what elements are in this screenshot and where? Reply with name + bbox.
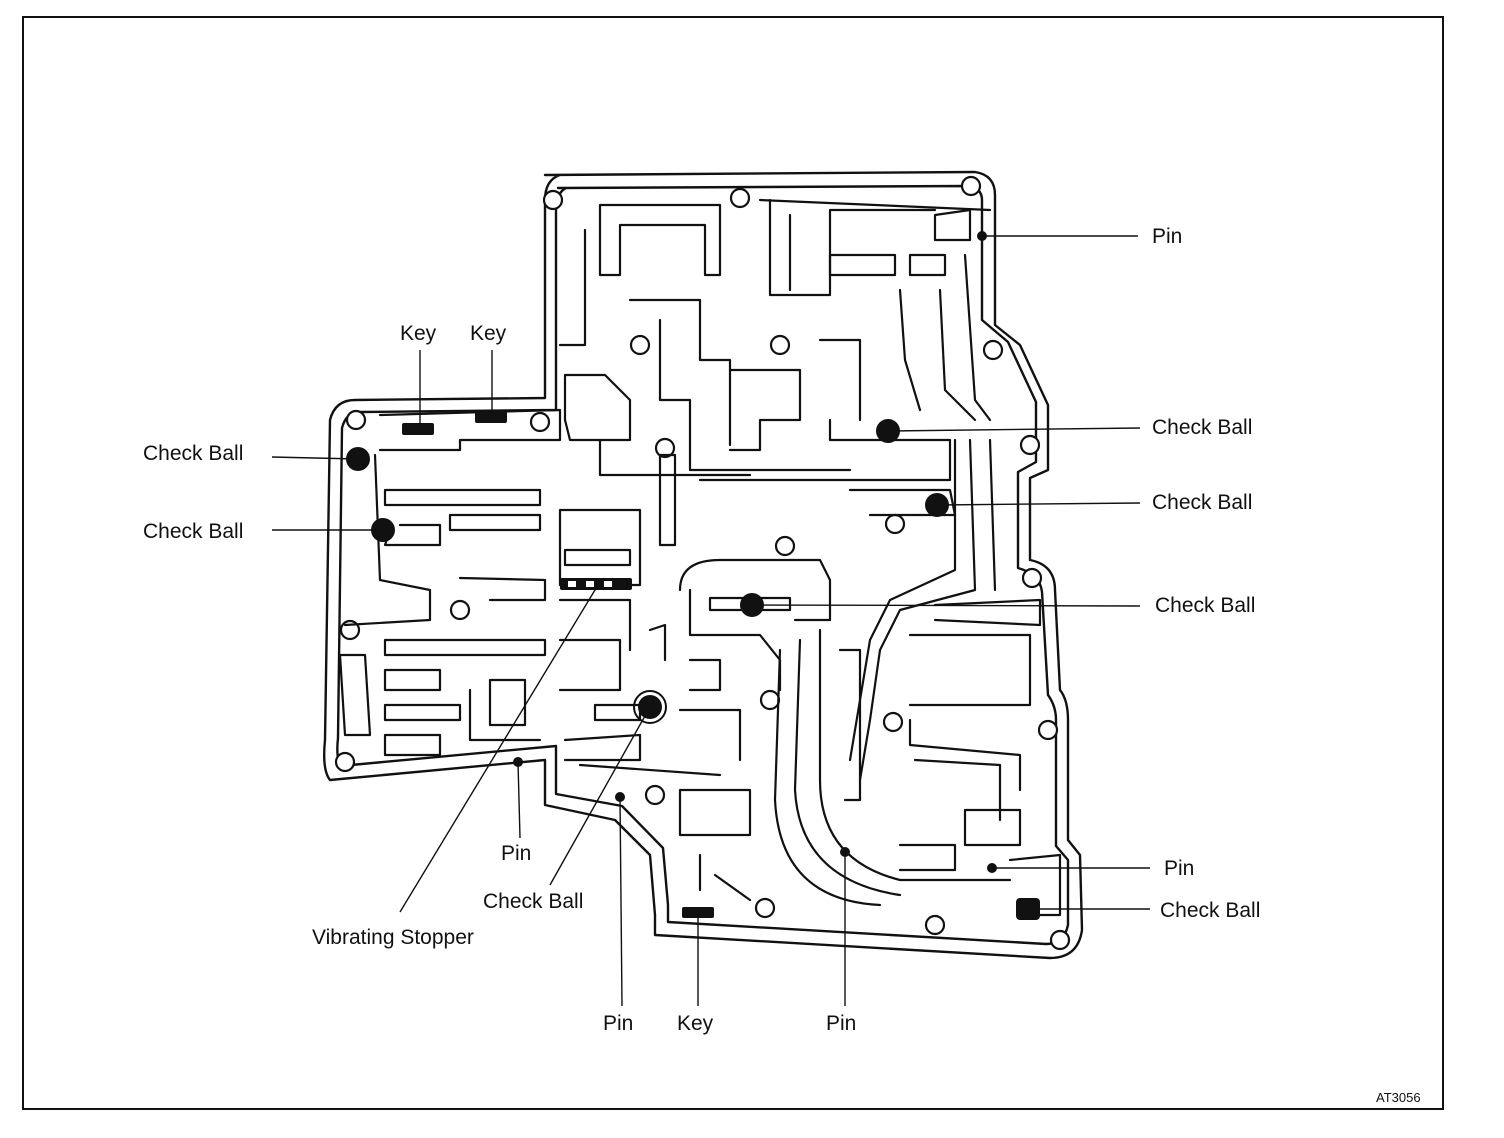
key-marker-1 <box>402 423 434 435</box>
label-vibrating-stopper: Vibrating Stopper <box>312 926 474 949</box>
label-pin-bottom-right: Pin <box>1164 857 1194 880</box>
labels: Pin Key Key Check Ball Check Ball Check … <box>143 225 1421 1105</box>
label-check-ball-bottom-center: Check Ball <box>483 890 583 913</box>
label-check-ball-upper-right-1: Check Ball <box>1152 416 1252 439</box>
label-pin-top-right: Pin <box>1152 225 1182 248</box>
label-key-1: Key <box>400 322 437 345</box>
label-check-ball-left-1: Check Ball <box>143 442 243 465</box>
label-check-ball-upper-right-2: Check Ball <box>1152 491 1252 514</box>
valve-body-outline <box>322 170 1084 960</box>
keys <box>402 411 714 918</box>
key-marker-3 <box>682 907 714 918</box>
key-marker-2 <box>475 411 507 423</box>
fluid-channels <box>338 198 1062 917</box>
leader-lines <box>271 235 1150 1007</box>
vibrating-stopper-part <box>560 578 632 590</box>
figure-code: AT3056 <box>1376 1090 1421 1105</box>
label-check-ball-mid-right: Check Ball <box>1155 594 1255 617</box>
check-ball-marker-7 <box>1016 898 1040 920</box>
label-pin-bottom-1: Pin <box>603 1012 633 1035</box>
bolt-holes <box>334 175 1071 951</box>
diagram-frame <box>22 16 1444 1110</box>
label-check-ball-left-2: Check Ball <box>143 520 243 543</box>
label-pin-bottom-left: Pin <box>501 842 531 865</box>
label-pin-bottom-2: Pin <box>826 1012 856 1035</box>
label-key-bottom: Key <box>677 1012 714 1035</box>
valve-body-inner-outline <box>336 184 1070 946</box>
label-check-ball-bottom-right: Check Ball <box>1160 899 1260 922</box>
label-key-2: Key <box>470 322 507 345</box>
